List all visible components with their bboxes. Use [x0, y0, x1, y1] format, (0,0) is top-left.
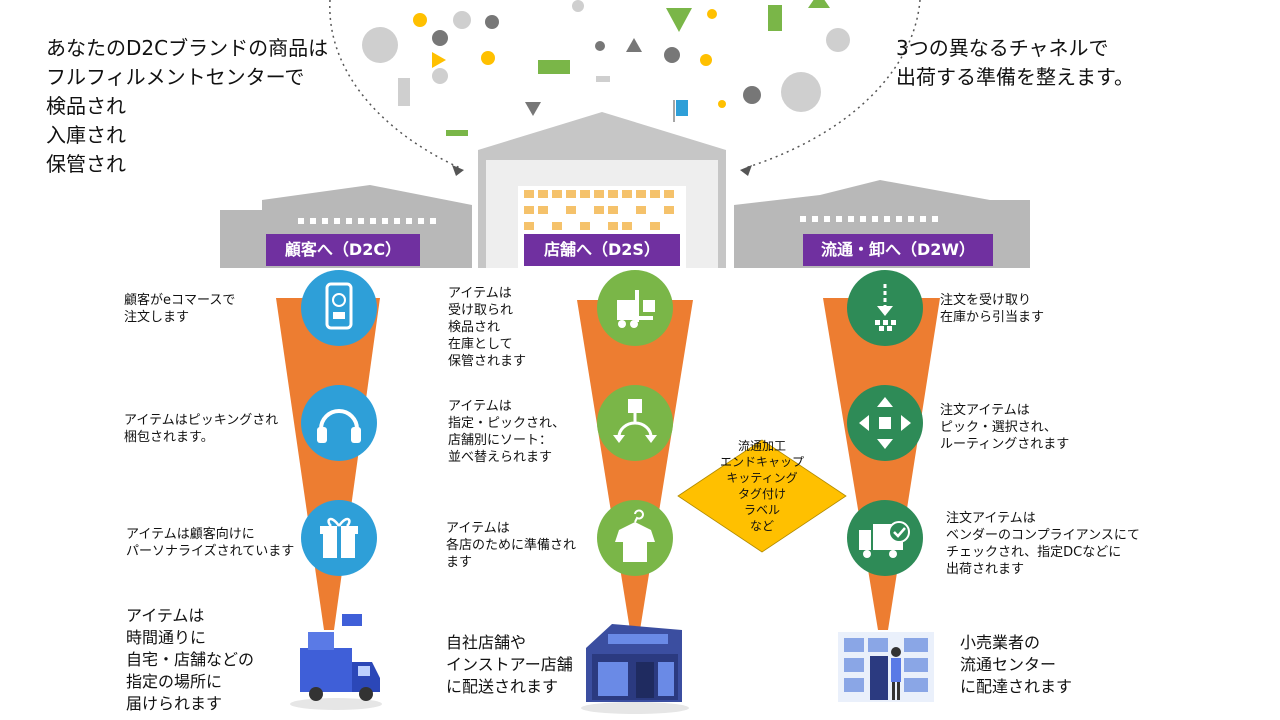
- arc-arrowhead-right: [740, 165, 752, 176]
- value-added-line: ラベル: [743, 503, 780, 517]
- funnel-d2c: [276, 298, 380, 630]
- step-line: 店舗別にソート：: [448, 433, 553, 448]
- d2w-step-3-text: 注文アイテムは ベンダーのコンプライアンスにて チェックされ、指定DCなどに 出…: [946, 510, 1140, 578]
- final-line: 届けられます: [126, 694, 223, 713]
- intro-left-line: フルフィルメントセンターで: [46, 65, 305, 89]
- final-line: に配達されます: [960, 677, 1073, 696]
- gift-box-icon: [301, 500, 377, 576]
- d2s-final-text: 自社店舗や インストアー店舗 に配送されます: [446, 632, 573, 698]
- step-line: ベンダーのコンプライアンスにて: [946, 528, 1140, 543]
- intro-right: 3つの異なるチャネルで 出荷する準備を整えます。: [896, 34, 1134, 92]
- step-line: チェックされ、指定DCなどに: [946, 545, 1122, 560]
- step-line: 検品され: [448, 320, 501, 335]
- dashed-arc: [329, 0, 461, 169]
- step-line: 各店のために準備され: [446, 538, 577, 553]
- intro-right-line: 出荷する準備を整えます。: [896, 65, 1134, 89]
- step-line: 在庫として: [448, 337, 513, 352]
- move-arrows-icon: [847, 385, 923, 461]
- final-line: 小売業者の: [960, 633, 1041, 652]
- step-line: ルーティングされます: [940, 437, 1070, 452]
- shirt-hanger-icon: [597, 500, 673, 576]
- value-added-line: など: [749, 519, 774, 533]
- inbound-arrow-icon: [847, 270, 923, 346]
- step-line: パーソナライズされています: [126, 544, 295, 559]
- final-line: 自社店舗や: [446, 633, 527, 652]
- d2w-step-1-text: 注文を受け取り 在庫から引当ます: [940, 292, 1044, 326]
- step-line: アイテムはピッキングされ: [124, 413, 279, 428]
- intro-left: あなたのD2Cブランドの商品は フルフィルメントセンターで 検品され 入庫され …: [46, 34, 328, 179]
- distribution-center-icon: [838, 632, 934, 702]
- d2s-step-2-text: アイテムは 指定・ピックされ、 店舗別にソート： 並べ替えられます: [448, 398, 565, 466]
- d2c-step-1-text: 顧客がeコマースで 注文します: [124, 292, 235, 326]
- step-line: 在庫から引当ます: [940, 310, 1045, 325]
- d2c-step-3-text: アイテムは顧客向けに パーソナライズされています: [126, 526, 294, 560]
- step-line: 出荷されます: [946, 562, 1025, 577]
- value-added-line: エンドキャップ: [719, 455, 804, 469]
- value-added-text: 流通加工 エンドキャップ キッティング タグ付け ラベル など: [687, 438, 837, 534]
- final-line: 時間通りに: [126, 628, 207, 647]
- delivery-truck-icon: [290, 614, 382, 710]
- final-line: 自宅・店舗などの: [126, 650, 255, 669]
- final-line: 流通センター: [960, 655, 1057, 674]
- intro-right-line: 3つの異なるチャネルで: [896, 36, 1109, 60]
- d2s-step-3-text: アイテムは 各店のために準備され ます: [446, 520, 576, 571]
- forklift-icon: [597, 270, 673, 346]
- channel-label-d2w: 流通・卸へ（D2W）: [803, 234, 993, 266]
- step-line: 並べ替えられます: [448, 450, 553, 465]
- step-line: 注文アイテムは: [940, 403, 1030, 418]
- step-line: 梱包されます。: [124, 430, 214, 445]
- step-line: 注文を受け取り: [940, 293, 1032, 308]
- channel-label-d2c: 顧客へ（D2C）: [266, 234, 420, 266]
- final-line: 指定の場所に: [126, 672, 223, 691]
- value-added-line: タグ付け: [737, 487, 786, 501]
- step-line: アイテムは: [448, 399, 512, 414]
- d2c-step-2-text: アイテムはピッキングされ 梱包されます。: [124, 412, 278, 446]
- step-line: ピック・選択され、: [940, 420, 1057, 435]
- arc-arrowhead-left: [452, 165, 464, 176]
- intro-left-line: あなたのD2Cブランドの商品は: [46, 36, 329, 60]
- step-line: アイテムは: [446, 521, 510, 536]
- step-line: 注文します: [124, 310, 190, 325]
- funnel-d2s: [577, 300, 693, 630]
- d2w-final-text: 小売業者の 流通センター に配達されます: [960, 632, 1072, 698]
- d2s-step-1-text: アイテムは 受け取られ 検品され 在庫として 保管されます: [448, 285, 526, 370]
- truck-check-icon: [847, 500, 923, 576]
- intro-left-line: 検品され: [46, 94, 126, 118]
- step-line: アイテムは顧客向けに: [126, 527, 255, 542]
- final-line: に配送されます: [446, 677, 559, 696]
- step-line: ます: [446, 555, 473, 570]
- intro-left-line: 保管され: [46, 152, 126, 176]
- step-line: 注文アイテムは: [946, 511, 1036, 526]
- storefront-icon: [581, 624, 689, 714]
- step-line: 顧客がeコマースで: [124, 293, 236, 308]
- step-line: アイテムは: [448, 286, 512, 301]
- d2w-step-2-text: 注文アイテムは ピック・選択され、 ルーティングされます: [940, 402, 1069, 453]
- sort-branch-icon: [597, 385, 673, 461]
- final-line: インストアー店舗: [446, 655, 573, 674]
- intro-left-line: 入庫され: [46, 123, 126, 147]
- final-line: アイテムは: [126, 606, 205, 625]
- value-added-line: キッティング: [726, 471, 798, 485]
- smartphone-headset-icon: [301, 270, 377, 346]
- headphones-icon: [301, 385, 377, 461]
- funnel-d2w: [823, 298, 940, 630]
- value-added-diamond: [677, 439, 847, 553]
- step-line: 保管されます: [448, 354, 527, 369]
- step-line: 受け取られ: [448, 303, 514, 318]
- scattered-shapes: [362, 0, 850, 136]
- d2c-final-text: アイテムは 時間通りに 自宅・店舗などの 指定の場所に 届けられます: [126, 605, 254, 715]
- channel-label-d2s: 店舗へ（D2S）: [524, 234, 680, 266]
- value-added-line: 流通加工: [737, 439, 786, 453]
- step-line: 指定・ピックされ、: [448, 416, 566, 431]
